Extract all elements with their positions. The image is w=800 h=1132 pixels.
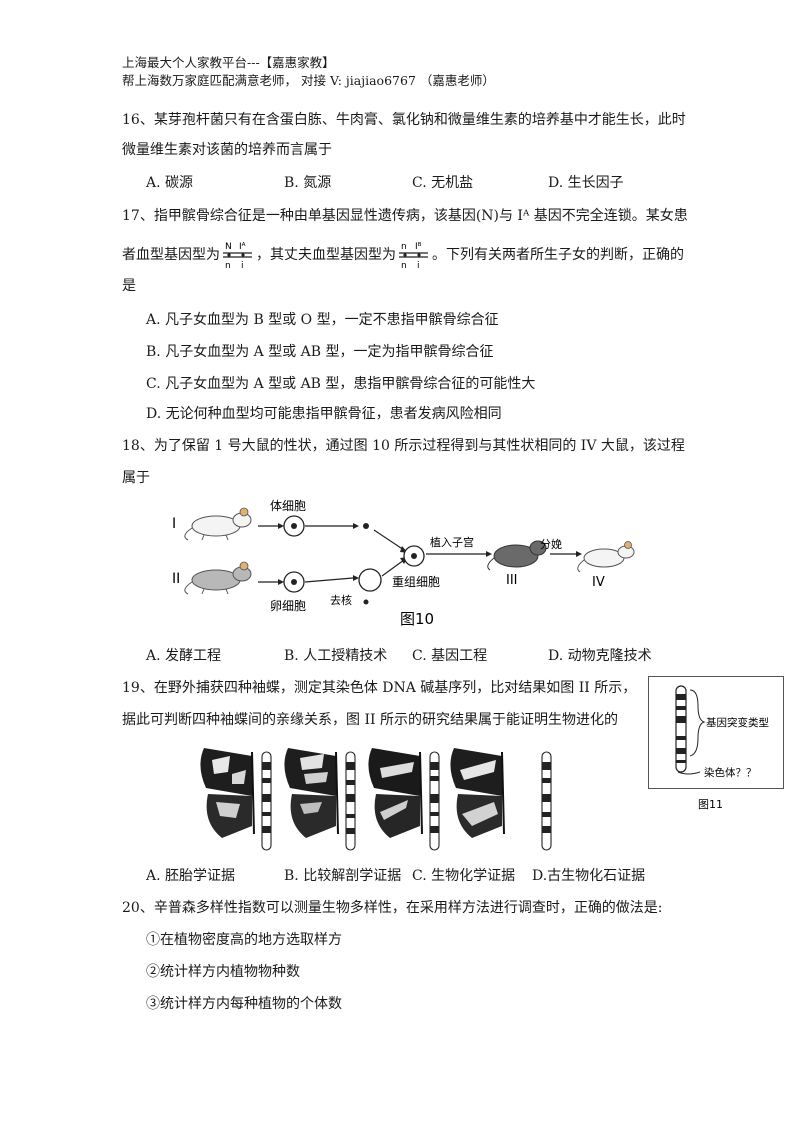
q17-stem-part-b: ，其丈夫血型基因型为 [256,247,396,263]
q17-option-b[interactable]: B. 凡子女血型为 A 型或 AB 型，一定为指甲髌骨综合征 [146,344,494,360]
q16-option-c[interactable]: C. 无机盐 [412,175,474,191]
q17-stem-line-1: 17、指甲髌骨综合征是一种由单基因显性遗传病，该基因(N)与 Iᴬ 基因不完全连… [122,208,688,224]
wife-bottom-left: n [225,261,231,270]
somatic-cell-label: 体细胞 [270,499,306,513]
q19-stem-line-1: 19、在野外捕获四种袖蝶，测定其染色体 DNA 碱基序列，比对结果如图 II 所… [122,680,637,696]
q19-stem-line-2: 据此可判断四种袖蝶间的亲缘关系，图 II 所示的研究结果属于能证明生物进化的 [122,712,618,728]
husband-top-right: Iᴮ [415,242,422,252]
q20-stem-line-1: 20、辛普森多样性指数可以测量生物多样性，在采用样方法进行调查时，正确的做法是: [122,900,663,916]
extracted-nucleus [363,523,369,529]
butterflies-figure [200,748,552,851]
chromosome-1 [261,751,272,851]
rat-I-icon [184,507,252,541]
mutation-type-label: 基因突变类型 [706,716,769,729]
implant-label: 植入子宫 [430,535,474,549]
butterfly-2-icon [284,748,339,838]
label-III: III [506,573,518,588]
egg-cell-label: 卵细胞 [270,599,306,613]
header-line-1: 上海最大个人家教平台---【嘉惠家教】 [122,55,335,70]
q17-option-a[interactable]: A. 凡子女血型为 B 型或 O 型，一定不患指甲髌骨综合征 [146,312,499,328]
figure-11-caption: 图11 [698,798,723,811]
chromosome-2 [345,751,356,851]
husband-top-left: n [401,242,407,252]
q16-stem-line-2: 微量维生素对该菌的培养而言属于 [122,142,332,158]
chromosome-figure-11 [675,685,687,773]
q20-item-2: ②统计样方内植物物种数 [146,964,300,980]
q20-item-3: ③统计样方内每种植物的个体数 [146,996,342,1012]
chromosome-4 [541,751,552,851]
wife-bottom-right: i [241,261,244,270]
recombinant-cell-label: 重组细胞 [392,575,440,589]
q18-option-b[interactable]: B. 人工授精技术 [284,648,388,664]
figure-10-cloning-diagram: I II 体细胞 卵细胞 去核 重组细胞 植入子宫 [172,499,635,628]
q17-stem-part-a: 者血型基因型为 [122,247,220,263]
q16-option-b[interactable]: B. 氮源 [284,175,332,191]
birth-label: 分娩 [540,537,562,551]
husband-bottom-right: i [417,261,420,270]
figure-11-chromosome-box: 基因突变类型 染色体？？ 图11 [648,676,784,811]
butterfly-4-icon [450,748,505,838]
husband-bottom-left: n [401,261,407,270]
wife-genotype-diagram: N Iᴬ n i [223,242,252,270]
figure-10-caption: 图10 [400,610,434,628]
q17-option-c[interactable]: C. 凡子女血型为 A 型或 AB 型，患指甲髌骨综合征的可能性大 [146,376,536,392]
wife-top-right: Iᴬ [239,242,246,252]
husband-genotype-diagram: n Iᴮ n i [399,242,428,270]
rat-IV-icon [577,541,635,573]
enucleate-label: 去核 [330,593,352,607]
q19-option-c[interactable]: C. 生物化学证据 [412,868,516,884]
label-II: II [172,571,180,587]
chromosome-label: 染色体？？ [704,766,757,779]
q19-option-a[interactable]: A. 胚胎学证据 [146,868,236,884]
q17-option-d[interactable]: D. 无论何种血型均可能患指甲髌骨征，患者发病风险相同 [146,406,502,422]
chromosome-3 [429,751,440,851]
label-I: I [172,516,176,532]
q16-option-d[interactable]: D. 生长因子 [548,175,624,191]
wife-top-left: N [225,242,232,252]
q18-option-c[interactable]: C. 基因工程 [412,648,488,664]
q18-option-d[interactable]: D. 动物克隆技术 [548,648,652,664]
q16-option-a[interactable]: A. 碳源 [146,175,194,191]
q19-option-b[interactable]: B. 比较解剖学证据 [284,868,402,884]
butterfly-3-icon [368,748,423,838]
q18-stem-line-2: 属于 [122,470,150,486]
rat-III-icon [487,540,547,571]
q17-stem-line-2: 者血型基因型为 N Iᴬ n i ，其丈夫血型基因型为 n Iᴮ n i 。下列… [122,240,684,270]
label-IV: IV [592,575,605,590]
butterfly-1-icon [200,748,255,838]
enucleated-egg [358,568,382,592]
q20-item-1: ①在植物密度高的地方选取样方 [146,932,342,948]
rat-II-icon [184,561,252,595]
q18-option-a[interactable]: A. 发酵工程 [146,648,222,664]
q18-stem-line-1: 18、为了保留 1 号大鼠的性状，通过图 10 所示过程得到与其性状相同的 IV… [122,438,685,454]
q17-stem-part-c: 。下列有关两者所生子女的判断，正确的 [432,247,684,263]
q19-option-d[interactable]: D.古生物化石证据 [532,868,646,884]
q16-stem-line-1: 16、某芽孢杆菌只有在含蛋白胨、牛肉膏、氯化钠和微量维生素的培养基中才能生长，此… [122,112,686,128]
q17-stem-line-3: 是 [122,278,136,294]
header-line-2: 帮上海数万家庭匹配满意老师， 对接 V: jiajiao6767 （嘉惠老师） [122,73,495,88]
